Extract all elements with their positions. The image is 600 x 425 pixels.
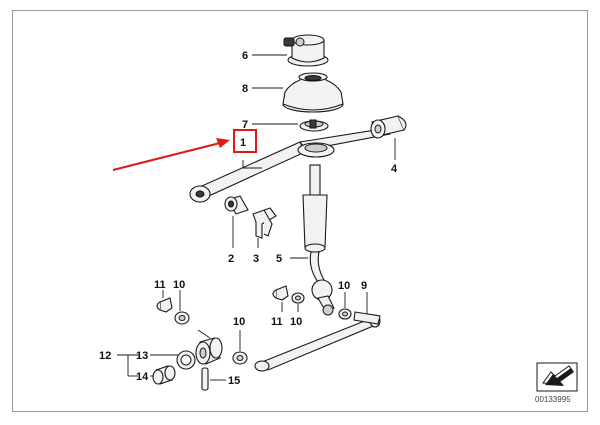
red-arrow-icon	[112, 138, 230, 171]
part-5-rod	[302, 164, 335, 316]
callout-13: 13	[136, 350, 148, 362]
part-7-ring	[299, 119, 329, 132]
part-15-pin	[201, 367, 209, 391]
part-10-washer-left-b	[232, 351, 248, 365]
callout-14: 14	[136, 371, 149, 383]
callout-11-right: 11	[271, 316, 283, 328]
part-3-clip	[252, 207, 277, 239]
diagram-frame	[12, 10, 588, 412]
callout-10-right-b: 10	[338, 280, 350, 292]
callout-1: 1	[240, 137, 246, 149]
callout-10-left-a: 10	[173, 279, 185, 291]
callout-8: 8	[242, 83, 248, 95]
part-10-washer-left-a	[174, 311, 190, 325]
arrow-down-left-icon	[536, 362, 578, 392]
part-4-bushing	[370, 115, 407, 139]
callout-5: 5	[276, 253, 282, 265]
part-11-clip-right	[272, 285, 289, 301]
part-13-bearing	[176, 337, 223, 370]
part-9-selector-rod	[254, 311, 381, 372]
callout-6: 6	[242, 50, 248, 62]
part-10-washer-right-b	[338, 308, 352, 320]
part-11-clip-left	[156, 297, 173, 313]
part-1-shift-lever	[189, 127, 391, 203]
callout-2: 2	[228, 253, 234, 265]
callout-10-right-a: 10	[290, 316, 302, 328]
callout-11-left: 11	[154, 279, 166, 291]
part-8-boot	[282, 72, 344, 113]
part-2-bushing	[224, 195, 249, 215]
callout-9: 9	[361, 280, 367, 292]
callout-12: 12	[99, 350, 111, 362]
callout-1-highlight-box	[233, 129, 257, 153]
part-14-bush	[152, 365, 176, 385]
callout-4: 4	[391, 163, 398, 175]
callout-10-left-b: 10	[233, 316, 245, 328]
callout-7: 7	[242, 119, 248, 131]
part-10-washer-right-a	[291, 292, 305, 304]
diagram-code: 00133995	[535, 395, 571, 404]
callout-3: 3	[253, 253, 259, 265]
callout-15: 15	[228, 375, 240, 387]
part-6-bushing	[283, 34, 329, 67]
